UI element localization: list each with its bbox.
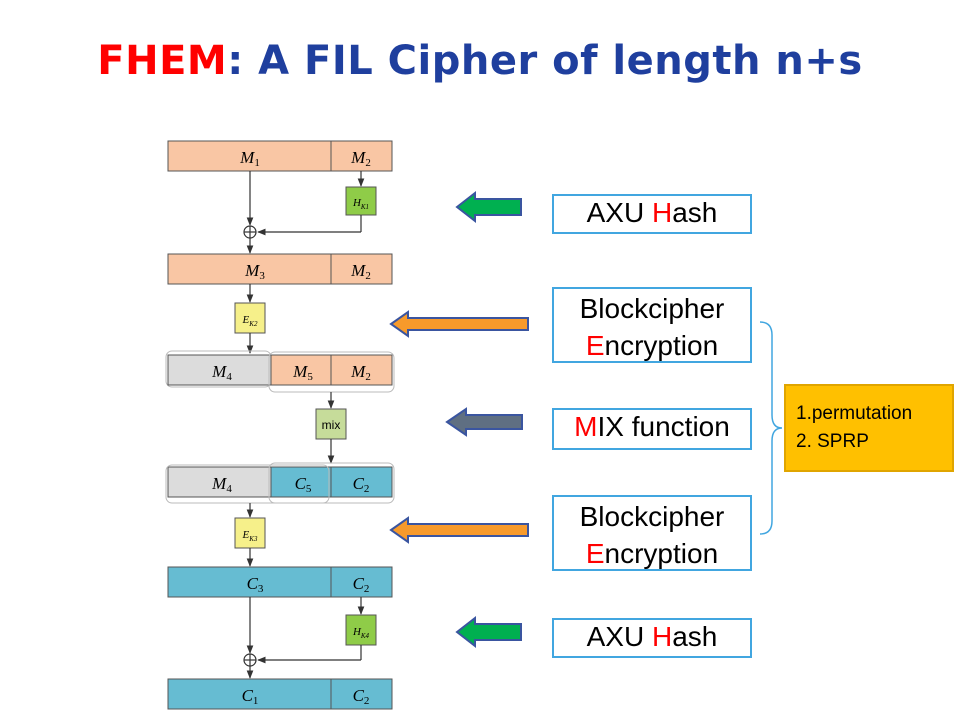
block-row1-left-label: M1 (239, 148, 260, 169)
block-row5-a-label: M4 (211, 474, 232, 495)
enc-k2-label: EK2 (242, 314, 258, 328)
hash-k1-box (345, 186, 377, 216)
bc1-line1: Blockcipher (579, 293, 725, 324)
block-row4-a (167, 354, 272, 386)
orange-arrow-2 (389, 516, 529, 544)
block-row5-mix-outline (268, 462, 395, 504)
block-row5-b-label: C5 (295, 474, 312, 495)
block-row6-right-label: C2 (353, 574, 370, 595)
block-row4-c (330, 354, 393, 386)
mix-label: mix (322, 418, 341, 432)
bc1-suffix: ncryption (604, 330, 719, 361)
block-row5-c-label: C2 (353, 474, 370, 495)
bc2-line2: Encryption (554, 535, 750, 572)
block-row5-group-outline (165, 464, 330, 504)
axu2-highlight: H (651, 621, 673, 652)
block-row6-right (330, 566, 393, 598)
block-row5-b (270, 466, 332, 498)
block-row4-c-label: M2 (350, 362, 371, 383)
block-row4-a-label: M4 (211, 362, 232, 383)
hash-k4-box (345, 614, 377, 646)
block-row7-left (167, 678, 332, 710)
axu-hash-label-1: AXU Hash (552, 194, 752, 234)
green-arrow-1 (455, 190, 522, 224)
bc1-highlight: E (585, 330, 605, 361)
bc2-line1: Blockcipher (579, 501, 725, 532)
bc2-suffix: ncryption (604, 538, 719, 569)
orange-arrow-1 (389, 310, 529, 338)
axu1-highlight: H (651, 197, 673, 228)
block-row7-right-label: C2 (353, 686, 370, 707)
block-row7-left-label: C1 (242, 686, 259, 707)
right-brace (759, 321, 783, 535)
mix-box (315, 408, 347, 440)
axu2-suffix: ash (672, 621, 718, 652)
properties-note: 1.permutation 2. SPRP (784, 384, 954, 472)
block-row6-left (167, 566, 332, 598)
enc-k3-label: EK3 (242, 529, 258, 543)
enc-k3-box (234, 517, 266, 549)
mix-highlight: M (574, 411, 598, 442)
gray-arrow (445, 407, 523, 437)
enc-k2-box (234, 302, 266, 334)
block-row3-right (330, 253, 393, 285)
block-row5-c (330, 466, 393, 498)
bc2-highlight: E (585, 538, 605, 569)
axu2-prefix: AXU (586, 621, 652, 652)
mix-suffix: IX function (597, 411, 730, 442)
hash-k1-label: HK1 (352, 197, 369, 211)
block-row5-a (167, 466, 272, 498)
mix-function-label: MIX function (552, 408, 752, 450)
note-line1: 1.permutation (796, 403, 913, 424)
axu1-suffix: ash (672, 197, 718, 228)
hash-k4-label: HK4 (352, 626, 370, 640)
block-row1-right (330, 140, 393, 172)
bc1-line2: Encryption (554, 327, 750, 364)
title-rest: : A FIL Cipher of length n+s (227, 38, 863, 84)
axu1-prefix: AXU (586, 197, 652, 228)
block-row3-left-label: M3 (244, 261, 265, 282)
block-row4-b-label: M5 (292, 362, 313, 383)
block-row3-right-label: M2 (350, 261, 371, 282)
axu-hash-label-2: AXU Hash (552, 618, 752, 658)
note-line2: 2. SPRP (796, 431, 869, 452)
block-row6-left-label: C3 (247, 574, 264, 595)
title-highlight: FHEM (97, 38, 228, 84)
block-row7-right (330, 678, 393, 710)
green-arrow-2 (455, 615, 522, 649)
block-row1-right-label: M2 (350, 148, 371, 169)
page-title: FHEM: A FIL Cipher of length n+s (0, 38, 960, 84)
